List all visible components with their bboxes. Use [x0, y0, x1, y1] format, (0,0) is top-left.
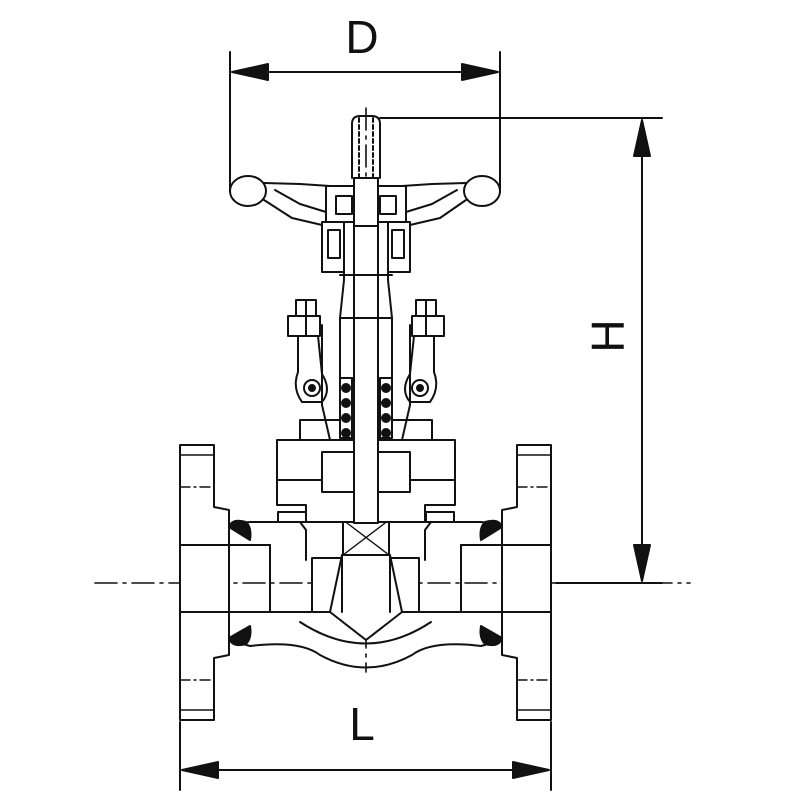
- dimension-d: [229, 51, 501, 193]
- right-flange: [460, 444, 552, 721]
- dimension-d-label: D: [345, 11, 378, 63]
- left-flange: [179, 444, 271, 721]
- gland-bolt-left: [287, 299, 328, 403]
- dimension-l-label: L: [349, 698, 375, 750]
- valve-stem: [351, 115, 381, 524]
- dimension-h-label: H: [582, 319, 634, 352]
- valve-body: [228, 519, 503, 669]
- handwheel: [229, 175, 501, 227]
- dimension-l: [179, 721, 552, 791]
- dimension-h: [379, 117, 663, 584]
- yoke: [321, 221, 411, 441]
- gland-bolt-right: [404, 299, 445, 403]
- gate-wedge: [311, 519, 420, 641]
